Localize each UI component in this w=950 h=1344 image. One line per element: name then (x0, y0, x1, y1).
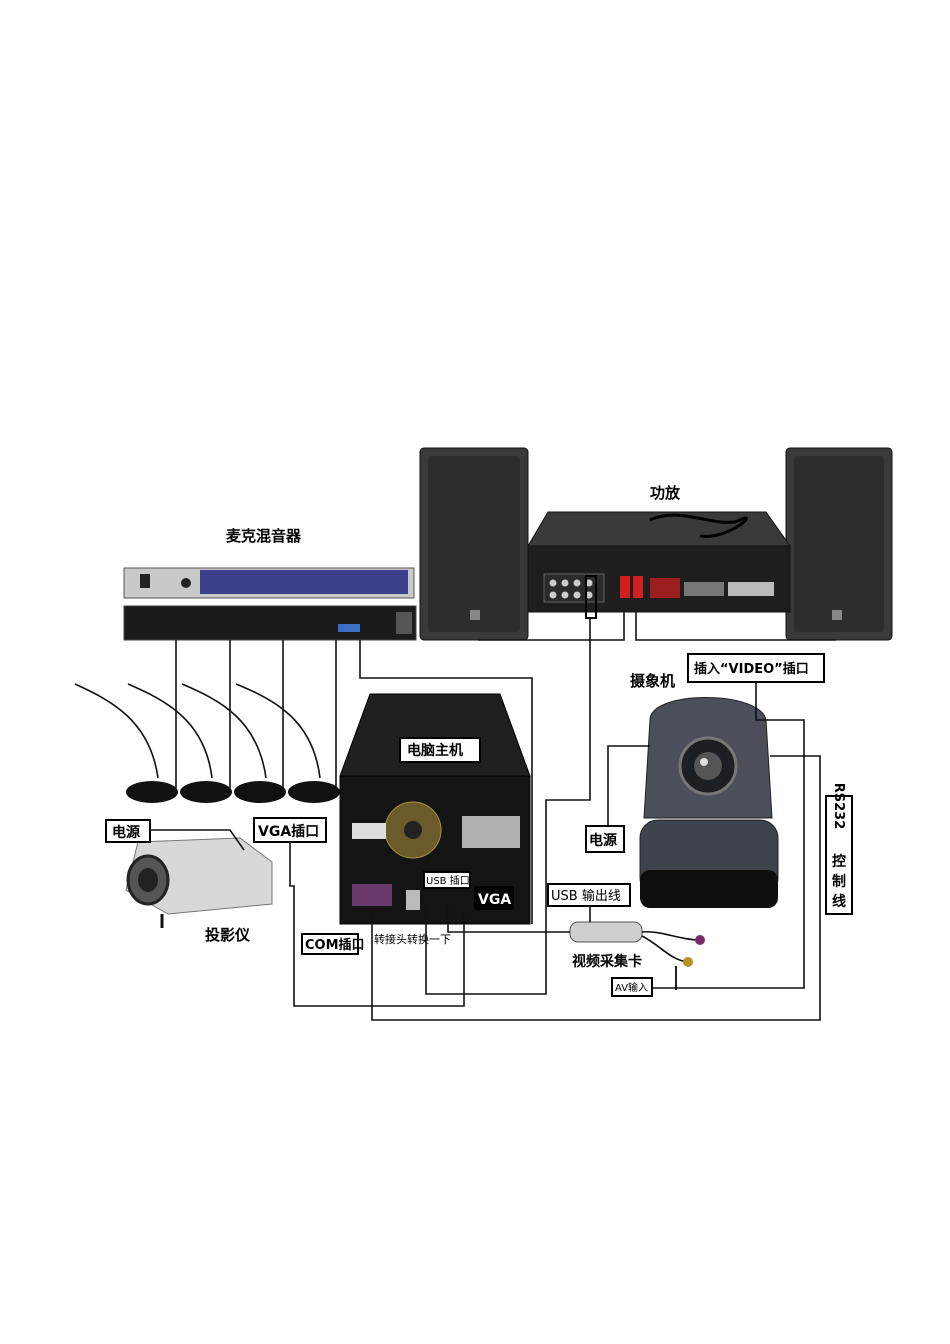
microphone (235, 683, 340, 803)
mic-mixer (123, 567, 417, 641)
usb-cable-label: USB 输出线 (551, 888, 621, 904)
rs232-char: 线 (832, 893, 846, 910)
svg-text:RS232: RS232 (832, 783, 847, 830)
microphone (127, 683, 232, 803)
projector-label: 投影仪 (205, 926, 251, 944)
pc-label: 电脑主机 (407, 742, 463, 759)
vga-port-label: VGA插口 (258, 823, 319, 840)
power-right-label: 电源 (589, 832, 617, 849)
av-input-label: AV输入 (615, 981, 648, 994)
power-left-label: 电源 (112, 824, 140, 841)
camera-label: 摄象机 (630, 672, 675, 690)
microphone (181, 683, 286, 803)
rs232-label: RS232 控 制 线 (832, 783, 847, 910)
power-left-box (105, 819, 151, 843)
rs232-box (825, 795, 853, 915)
microphone (74, 683, 178, 803)
right-speaker (785, 447, 893, 641)
projector (125, 837, 273, 928)
pc-label-box (399, 737, 481, 763)
usb-port-label: USB 插口 (426, 874, 470, 887)
video-port-label: 插入“VIDEO”插口 (694, 661, 809, 677)
pc-tower (339, 693, 531, 925)
rs232-text: RS232 (832, 783, 847, 830)
power-right-box (585, 825, 625, 853)
rs232-char: 制 (832, 873, 846, 890)
capture-card-label: 视频采集卡 (572, 953, 642, 970)
left-speaker (419, 447, 529, 641)
com-port-box (301, 933, 359, 955)
usb-port-box (423, 871, 471, 889)
rs232-char: 控 (832, 853, 846, 870)
ptz-camera (639, 697, 779, 908)
av-input-box (611, 977, 653, 997)
amplifier (527, 511, 791, 619)
vga-port-box (253, 817, 327, 843)
adapter-label: 转接头转换一下 (374, 932, 451, 946)
mixer-label: 麦克混音器 (226, 527, 302, 545)
vga-tag-label: VGA (478, 892, 511, 908)
capture-card (569, 921, 705, 990)
vga-tag (474, 886, 514, 910)
usb-cable-box (547, 883, 631, 907)
amp-rca-ports (543, 573, 605, 603)
com-port-label: COM插口 (305, 937, 365, 953)
video-port-box (687, 653, 825, 683)
amplifier-label: 功放 (650, 484, 681, 502)
wiring (150, 612, 836, 1021)
